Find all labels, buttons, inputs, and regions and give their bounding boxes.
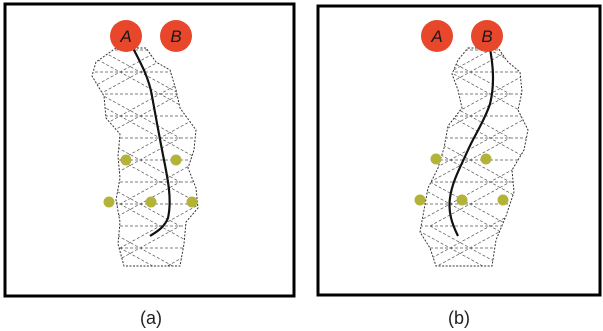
robot-marker-icon <box>421 20 453 52</box>
panel-b-obstacles <box>414 153 509 206</box>
panel-a-marker-a: A <box>110 20 142 52</box>
panel-b-path <box>448 33 495 237</box>
robot-marker-icon <box>160 20 192 52</box>
panel-a: A B (a) <box>3 2 296 328</box>
obstacle-dot-icon <box>120 154 132 166</box>
marker-label: B <box>170 27 181 46</box>
panel-a-obstacles <box>103 154 198 208</box>
marker-label: A <box>430 27 442 46</box>
robot-marker-icon <box>471 20 503 52</box>
panel-a-path <box>124 33 171 237</box>
obstacle-dot-icon <box>414 194 426 206</box>
panel-b-caption: (b) <box>448 308 470 328</box>
marker-label: A <box>119 27 131 46</box>
obstacle-dot-icon <box>145 196 157 208</box>
panel-b-frame <box>316 4 602 297</box>
panel-a-mesh <box>92 49 198 266</box>
obstacle-dot-icon <box>480 153 492 165</box>
obstacle-dot-icon <box>497 194 509 206</box>
panel-b-corridor-outline <box>419 47 529 267</box>
obstacle-dot-icon <box>456 194 468 206</box>
panel-b-marker-b: B <box>471 20 503 52</box>
panel-a-frame <box>3 2 296 298</box>
panel-a-caption: (a) <box>140 308 162 328</box>
panel-b-marker-a: A <box>421 20 453 52</box>
obstacle-dot-icon <box>186 196 198 208</box>
marker-label: B <box>481 27 492 46</box>
robot-marker-icon <box>110 20 142 52</box>
panel-b: A B (b) <box>316 4 602 328</box>
panel-a-marker-b: B <box>160 20 192 52</box>
panel-b-mesh <box>420 49 528 266</box>
obstacle-dot-icon <box>430 153 442 165</box>
panel-a-corridor-outline <box>91 47 199 267</box>
obstacle-dot-icon <box>103 196 115 208</box>
obstacle-dot-icon <box>170 154 182 166</box>
